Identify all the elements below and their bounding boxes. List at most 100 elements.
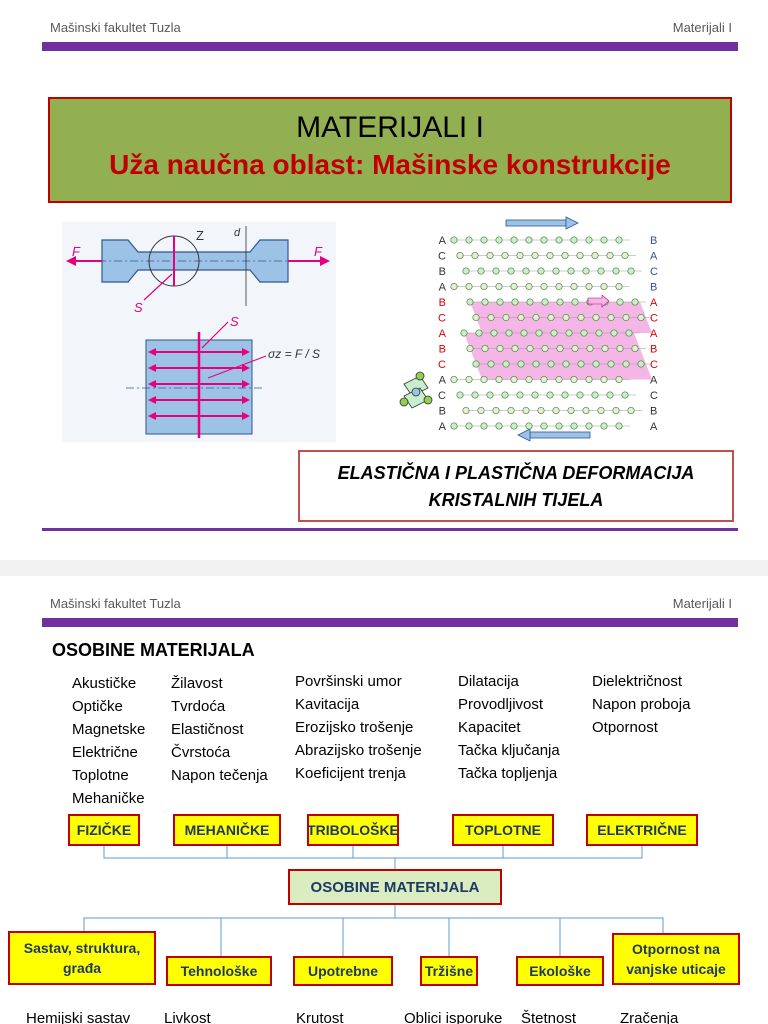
atom — [631, 298, 639, 306]
atom — [600, 422, 608, 430]
atom — [552, 406, 560, 415]
list-item: Akustičke — [72, 675, 137, 692]
atom — [592, 313, 600, 322]
atom — [486, 251, 494, 260]
atom — [511, 344, 519, 353]
atom — [472, 360, 480, 368]
atom — [571, 344, 579, 353]
atom — [592, 360, 600, 368]
atom — [477, 406, 485, 415]
footer-divider — [42, 528, 738, 531]
atom — [600, 375, 608, 384]
atom — [570, 236, 578, 244]
center-box-material-properties: OSOBINE MATERIJALA — [288, 869, 502, 905]
header-faculty: Mašinski fakultet Tuzla — [50, 596, 181, 611]
atom — [487, 313, 495, 322]
atom — [561, 251, 569, 260]
atom — [622, 313, 630, 322]
atom — [481, 298, 489, 306]
atom — [481, 344, 489, 353]
atom — [637, 313, 645, 322]
atom — [502, 360, 510, 368]
atom — [612, 267, 620, 275]
atom — [612, 406, 620, 415]
atom — [465, 282, 473, 291]
atom — [547, 313, 555, 322]
atom — [456, 391, 464, 399]
atom — [516, 391, 524, 399]
atom — [496, 298, 504, 306]
atom — [532, 313, 540, 322]
list-item: Mehaničke — [72, 790, 145, 807]
layer-label-right: C — [650, 313, 658, 325]
list-item: Kavitacija — [295, 696, 360, 713]
section-title: OSOBINE MATERIJALA — [52, 640, 255, 660]
bottom-item: Hemijski sastav — [26, 1010, 131, 1024]
atom — [490, 329, 498, 337]
atom — [477, 267, 485, 275]
list-item: Toplotne — [72, 767, 129, 784]
caption-line-2: KRISTALNIH TIJELA — [428, 490, 604, 510]
atom — [621, 251, 629, 260]
atom — [552, 267, 560, 275]
atom — [466, 344, 474, 353]
layer-label-right: B — [650, 235, 657, 247]
atom — [525, 422, 533, 430]
label-d: d — [234, 227, 241, 239]
list-item: Električne — [72, 744, 138, 761]
layer-label-right: A — [650, 297, 658, 309]
category-box-ecological: Ekološke — [516, 956, 604, 986]
list-item: Napon proboja — [592, 696, 691, 713]
atom — [450, 375, 458, 384]
bottom-item: Zračenja — [620, 1010, 679, 1024]
atom — [616, 344, 624, 353]
atom — [615, 422, 623, 430]
atom — [450, 282, 458, 291]
label-force-left: F — [72, 244, 81, 259]
slide-1: Mašinski fakultet Tuzla Materijali I MAT… — [0, 0, 768, 560]
list-item: Čvrstoća — [171, 744, 231, 761]
atom — [541, 298, 549, 306]
atom — [520, 329, 528, 337]
atom — [600, 236, 608, 244]
atom — [531, 251, 539, 260]
atom — [562, 313, 570, 322]
atom — [615, 236, 623, 244]
atom — [540, 236, 548, 244]
category-box-composition: Sastav, struktura, građa — [8, 931, 156, 985]
atom — [540, 375, 548, 384]
atom — [507, 267, 515, 275]
atom — [585, 422, 593, 430]
atom — [495, 375, 503, 384]
atom — [466, 298, 474, 306]
layer-label-left: A — [439, 328, 447, 340]
atom — [507, 406, 515, 415]
atom — [472, 313, 480, 322]
label-s-section: S — [230, 314, 239, 329]
atom — [522, 406, 530, 415]
list-item: Abrazijsko trošenje — [295, 742, 422, 759]
header-course: Materijali I — [672, 20, 732, 35]
atom — [541, 344, 549, 353]
atom — [570, 422, 578, 430]
layer-label-left: C — [438, 251, 446, 263]
layer-label-left: A — [439, 421, 447, 433]
atom — [510, 375, 518, 384]
atom — [526, 344, 534, 353]
slip-band — [476, 364, 652, 380]
atom — [471, 391, 479, 399]
header-divider — [42, 618, 738, 627]
atom — [505, 329, 513, 337]
atom — [492, 406, 500, 415]
property-column-electrical: Dielektričnost Napon proboja Otpornost — [592, 670, 690, 739]
atom — [601, 344, 609, 353]
layer-label-left: C — [438, 359, 446, 371]
atom — [480, 282, 488, 291]
layer-label-left: B — [439, 344, 446, 356]
atom — [516, 251, 524, 260]
list-item: Tačka topljenja — [458, 765, 558, 782]
list-item: Erozijsko trošenje — [295, 719, 414, 736]
atom — [511, 298, 519, 306]
atom — [570, 375, 578, 384]
atom — [540, 282, 548, 291]
